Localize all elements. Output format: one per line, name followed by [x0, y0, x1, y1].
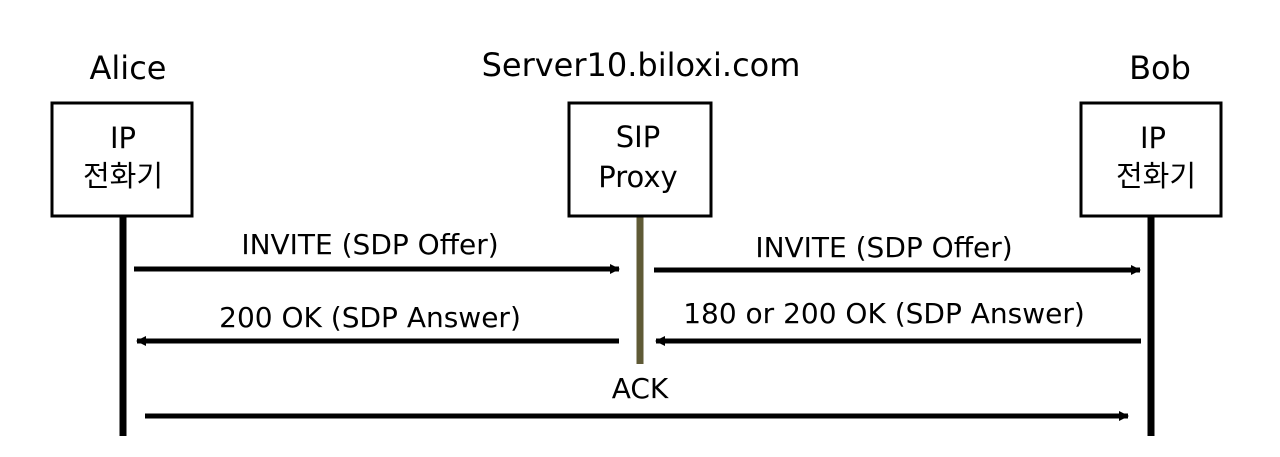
box-line-bob-2: 전화기 [1116, 159, 1196, 193]
box-line-proxy-1: SIP [616, 120, 660, 154]
participant-box-alice: IP 전화기 [50, 101, 194, 218]
participant-box-proxy: SIP Proxy [567, 101, 713, 218]
party-name-server: Server10.biloxi.com [482, 46, 801, 84]
party-name-bob: Bob [1129, 49, 1191, 87]
message-label-ack-alice-bob: ACK [612, 372, 669, 405]
box-line-bob-1: IP [1140, 121, 1166, 155]
box-line-alice-1: IP [110, 121, 136, 155]
box-line-alice-2: 전화기 [83, 159, 163, 193]
participant-box-bob: IP 전화기 [1079, 101, 1223, 218]
message-label-invite-alice-proxy: INVITE (SDP Offer) [241, 228, 498, 261]
party-name-alice: Alice [90, 49, 167, 87]
box-line-proxy-2: Proxy [598, 160, 677, 194]
message-label-200ok-proxy-alice: 200 OK (SDP Answer) [219, 301, 521, 334]
message-label-invite-proxy-bob: INVITE (SDP Offer) [755, 231, 1012, 264]
message-label-180or200ok-bob-proxy: 180 or 200 OK (SDP Answer) [683, 297, 1085, 330]
